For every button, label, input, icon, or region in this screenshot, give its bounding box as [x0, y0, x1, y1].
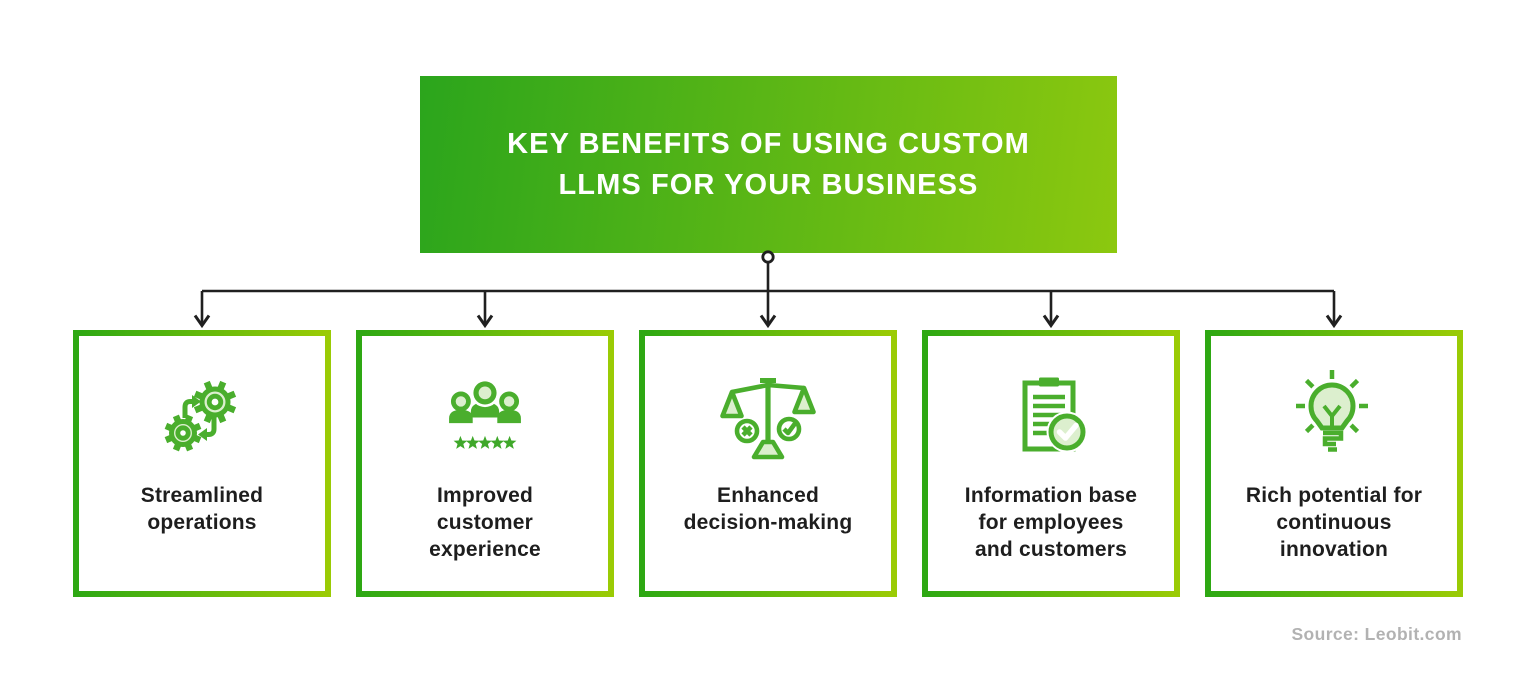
page-title: KEY BENEFITS OF USING CUSTOM LLMS FOR YO…: [507, 124, 1030, 206]
connector-node-circle: [761, 250, 775, 264]
benefit-icon-wrap: [154, 368, 250, 466]
page-title-line-1: KEY BENEFITS OF USING CUSTOM: [507, 127, 1030, 160]
benefit-card-information-base: Information base for employees and custo…: [922, 330, 1180, 597]
benefit-label: Improved customer experience: [429, 484, 541, 561]
benefit-icon-wrap: [433, 368, 537, 466]
benefit-card-enhanced-decision-making: Enhanced decision-making: [639, 330, 897, 597]
arrow-down-icon: [193, 314, 1343, 329]
benefit-label: Information base for employees and custo…: [964, 484, 1138, 561]
benefit-label: Rich potential for continuous innovation: [1245, 484, 1423, 561]
clipboard-checklist-icon: [1022, 377, 1088, 452]
benefit-label: Streamlined operations: [140, 484, 264, 534]
benefit-card-streamlined-operations: Streamlined operations: [73, 330, 331, 597]
benefit-card-improved-customer-experience: Improved customer experience: [356, 330, 614, 597]
gears-sync-icon: [154, 372, 250, 462]
benefit-icon-wrap: [1284, 368, 1384, 466]
balance-scale-icon: [720, 377, 816, 459]
lightbulb-innovation-icon: [1296, 369, 1368, 452]
benefit-icon-wrap: [718, 368, 818, 466]
benefit-label: Enhanced decision-making: [683, 484, 853, 534]
page-title-line-2: LLMS FOR YOUR BUSINESS: [558, 168, 979, 201]
benefit-icon-wrap: [1001, 368, 1101, 466]
five-stars-icon: [453, 435, 517, 449]
source-attribution: Source: Leobit.com: [1291, 624, 1462, 644]
benefit-card-continuous-innovation: Rich potential for continuous innovation: [1205, 330, 1463, 597]
header-banner: KEY BENEFITS OF USING CUSTOM LLMS FOR YO…: [420, 76, 1117, 253]
customers-five-star-rating-icon: [449, 378, 521, 449]
